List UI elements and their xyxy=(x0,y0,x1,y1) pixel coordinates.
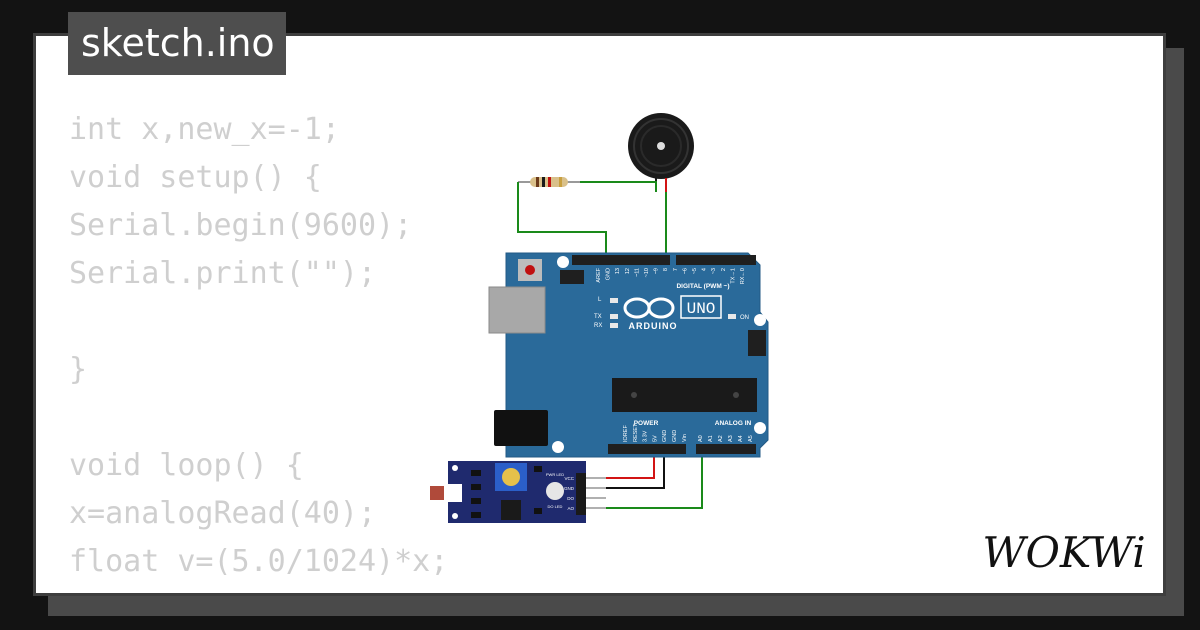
pin-label: Vin xyxy=(682,434,688,442)
pin-label: 3.3V xyxy=(643,430,649,442)
label-digital: DIGITAL (PWM ~) xyxy=(676,283,729,290)
code-preview: int x,new_x=-1; void setup() { Serial.be… xyxy=(69,106,449,593)
pin-label: 12 xyxy=(625,268,631,274)
pin-label: 4 xyxy=(702,268,708,271)
code-line: void loop() { xyxy=(69,448,304,483)
pin-label: ~9 xyxy=(654,268,660,274)
pin-label: ~10 xyxy=(644,268,650,277)
pin-label: ~11 xyxy=(634,268,640,277)
pin-label: ~6 xyxy=(682,268,688,274)
pin-label: GND xyxy=(662,430,668,442)
sensor-pin-label: VCC xyxy=(564,476,574,481)
file-tab-title: sketch.ino xyxy=(68,12,286,75)
code-line: int x,new_x=-1; xyxy=(69,112,340,147)
wokwi-logo: WOKWi xyxy=(982,528,1145,575)
sensor-pin-label: AO xyxy=(567,506,574,511)
photoresistor xyxy=(430,486,444,500)
pin-label: IOREF xyxy=(623,425,629,442)
label-rx: RX xyxy=(594,323,602,329)
label-analog: ANALOG IN xyxy=(715,420,752,427)
board-model: UNO xyxy=(687,300,716,318)
wire-gnd xyxy=(586,446,665,489)
code-line: Serial.print(""); xyxy=(69,256,377,291)
usb-port xyxy=(488,286,546,334)
ldr-sensor-module[interactable]: PWR LED DO LED VCC GND DO AO xyxy=(430,461,606,523)
resistor[interactable] xyxy=(518,177,580,187)
pin-label: GND xyxy=(606,268,612,280)
wire-resistor-pin xyxy=(517,182,607,262)
pin-label: GND xyxy=(672,430,678,442)
power-jack xyxy=(494,410,548,446)
label-on: ON xyxy=(740,315,749,321)
code-line: x=analogRead(40); xyxy=(69,496,377,531)
piezo-buzzer[interactable] xyxy=(628,113,694,192)
code-line: Serial.begin(9600); xyxy=(69,208,413,243)
label-l: L xyxy=(598,297,602,303)
analog-pin-labels: A0 A1 A2 A3 A4 A5 xyxy=(698,435,754,442)
pin-label: TX→1 xyxy=(730,268,736,284)
label-pwr-led: PWR LED xyxy=(546,472,564,477)
wokwi-logo-text: WOKWi xyxy=(982,528,1145,575)
sensor-pin-label: GND xyxy=(564,486,575,491)
pin-label: A3 xyxy=(728,435,734,442)
pin-label: RX←0 xyxy=(740,268,746,284)
pin-label: ~3 xyxy=(711,268,717,274)
code-line: } xyxy=(69,352,88,387)
pin-label: A1 xyxy=(708,435,714,442)
pin-label: A2 xyxy=(718,435,724,442)
label-power: POWER xyxy=(634,420,659,427)
pin-label: 13 xyxy=(615,268,621,274)
pin-label: ~5 xyxy=(692,268,698,274)
code-line: float v=(5.0/1024)*x; xyxy=(69,544,449,579)
pin-label: 5V xyxy=(652,435,658,442)
pin-label: 2 xyxy=(721,268,727,271)
pin-label: 7 xyxy=(673,268,679,271)
pin-label: A5 xyxy=(748,435,754,442)
wires xyxy=(517,181,703,509)
pin-label: 8 xyxy=(663,268,669,271)
pin-label: RESET xyxy=(633,423,639,442)
board-brand: ARDUINO xyxy=(629,321,678,331)
sensor-pin-label: DO xyxy=(567,496,574,501)
pin-label: AREF xyxy=(596,267,602,282)
pin-label: A4 xyxy=(738,435,744,442)
label-tx: TX xyxy=(594,314,602,320)
pin-label: A0 xyxy=(698,435,704,442)
label-do-led: DO LED xyxy=(548,504,563,509)
arduino-uno-board[interactable]: UNO ARDUINO DIGITAL (PWM ~) POWER ANALOG… xyxy=(488,252,769,458)
arduino-logo-icon xyxy=(623,297,675,319)
code-line: Serial.print(v); xyxy=(69,586,448,593)
wire-analog xyxy=(586,446,703,509)
code-line: void setup() { xyxy=(69,160,322,195)
wire-resistor-buzzer xyxy=(580,181,657,192)
sensor-pin-labels: VCC GND DO AO xyxy=(564,476,575,511)
